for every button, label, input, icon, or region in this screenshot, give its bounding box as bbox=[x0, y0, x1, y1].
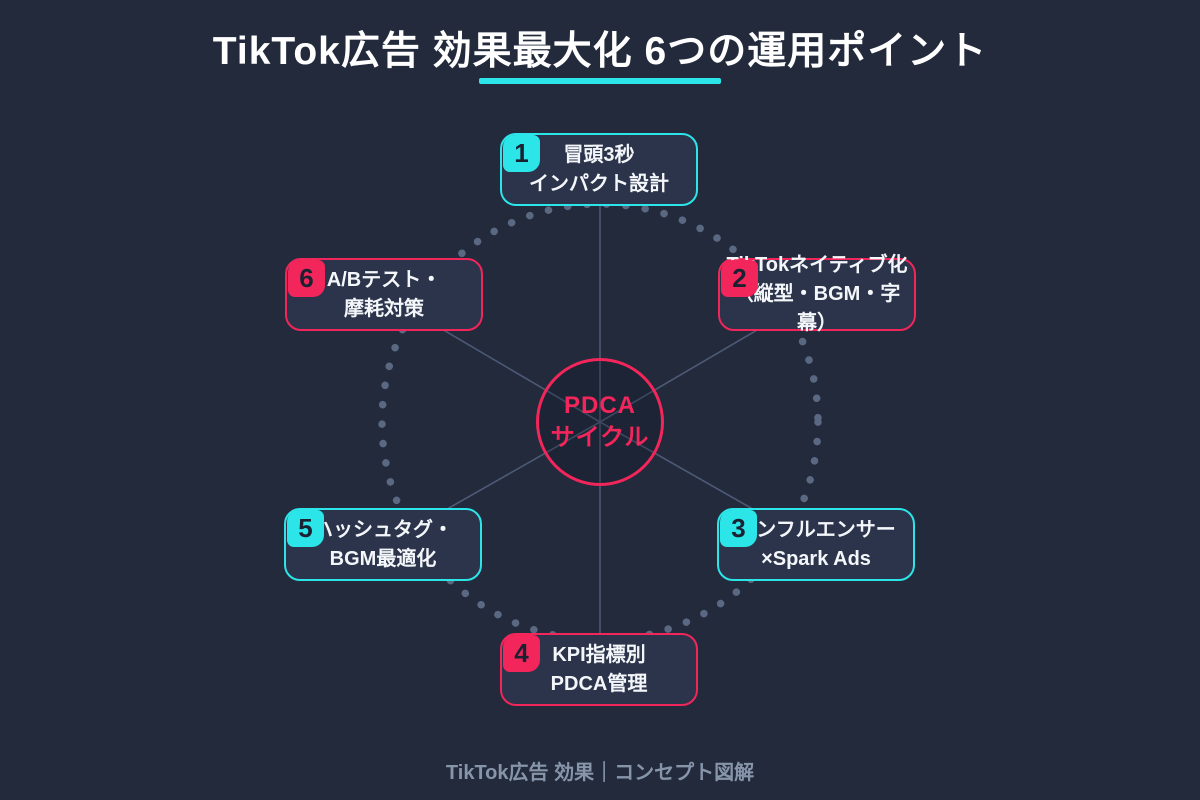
node-6-line1: A/Bテスト・ bbox=[326, 268, 442, 291]
node-2-label: TikTokネイティブ化 （縦型・BGM・字幕） bbox=[720, 251, 914, 338]
node-2-line2: （縦型・BGM・字幕） bbox=[733, 283, 901, 334]
node-5-label: ハッシュタグ・ BGM最適化 bbox=[286, 516, 480, 574]
title-underline bbox=[479, 78, 721, 84]
node-2-line1: TikTokネイティブ化 bbox=[726, 254, 908, 276]
node-4-label: KPI指標別 PDCA管理 bbox=[502, 641, 696, 699]
page-title: TikTok広告 効果最大化 6つの運用ポイント bbox=[212, 30, 988, 73]
node-1-number-badge: 1 bbox=[503, 135, 540, 172]
pdca-line2: サイクル bbox=[550, 424, 650, 451]
node-6-number-badge: 6 bbox=[288, 260, 325, 297]
node-3-line2: ×Spark Ads bbox=[761, 547, 871, 570]
pdca-cycle-label: PDCA サイクル bbox=[551, 390, 650, 455]
node-4-line1: KPI指標別 bbox=[552, 643, 646, 666]
node-6-line2: 摩耗対策 bbox=[344, 297, 424, 320]
node-1-line2: インパクト設計 bbox=[529, 172, 669, 195]
node-1-line1: 冒頭3秒 bbox=[563, 143, 635, 166]
pdca-cycle-circle: PDCA サイクル bbox=[536, 358, 664, 486]
node-3-number-badge: 3 bbox=[720, 510, 757, 547]
node-5-hashtag-bgm: 5 ハッシュタグ・ BGM最適化 bbox=[284, 508, 482, 581]
node-2-number-badge: 2 bbox=[721, 260, 758, 297]
node-4-line2: PDCA管理 bbox=[550, 672, 648, 695]
node-1-opening-impact: 1 冒頭3秒 インパクト設計 bbox=[500, 133, 698, 206]
node-5-line2: BGM最適化 bbox=[329, 547, 437, 570]
node-3-label: インフルエンサー ×Spark Ads bbox=[719, 516, 913, 574]
node-5-number-badge: 5 bbox=[287, 510, 324, 547]
pdca-line1: PDCA bbox=[563, 391, 636, 419]
node-4-number-badge: 4 bbox=[503, 635, 540, 672]
footer-caption: TikTok広告 効果｜コンセプト図解 bbox=[445, 762, 755, 784]
node-1-label: 冒頭3秒 インパクト設計 bbox=[502, 141, 696, 199]
node-6-ab-test: 6 A/Bテスト・ 摩耗対策 bbox=[285, 258, 483, 331]
node-3-line1: インフルエンサー bbox=[736, 518, 896, 541]
node-5-line1: ハッシュタグ・ bbox=[313, 518, 453, 541]
node-2-native-format: 2 TikTokネイティブ化 （縦型・BGM・字幕） bbox=[718, 254, 916, 334]
node-4-kpi-pdca: 4 KPI指標別 PDCA管理 bbox=[500, 633, 698, 706]
node-6-label: A/Bテスト・ 摩耗対策 bbox=[287, 266, 481, 324]
dotted-cycle-circle bbox=[378, 200, 822, 644]
node-3-influencer-spark-ads: 3 インフルエンサー ×Spark Ads bbox=[717, 508, 915, 581]
